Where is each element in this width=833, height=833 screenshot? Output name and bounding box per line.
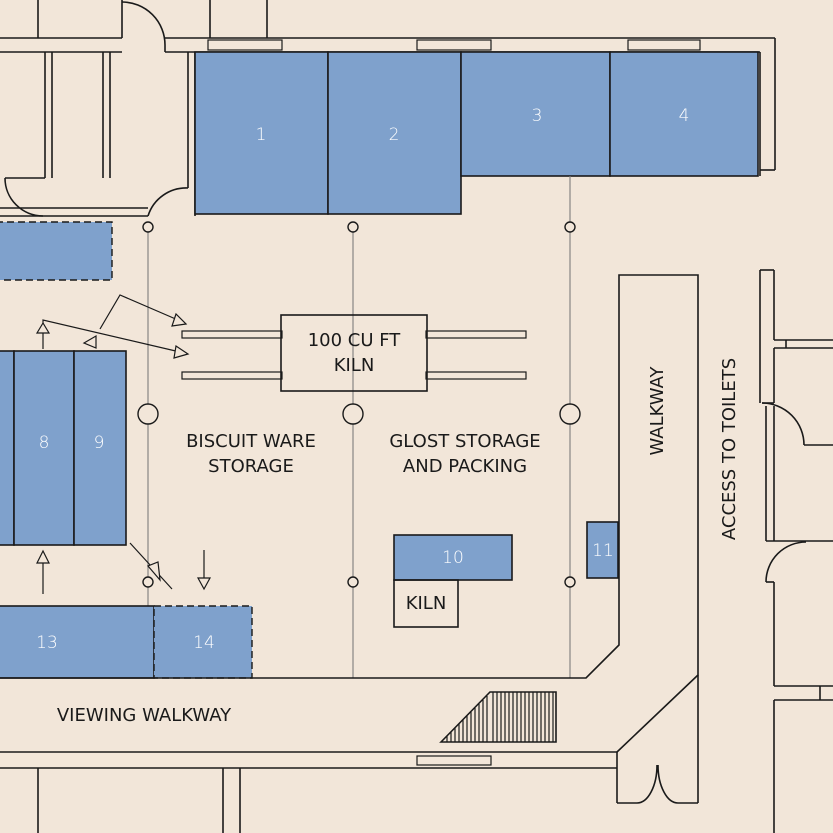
top-bays: 1 2 3 4	[194, 51, 759, 215]
bottom-wall	[0, 675, 699, 833]
bay-11-label: 11	[592, 541, 614, 561]
column-pillar	[347, 221, 359, 233]
kiln-100-cu-ft[interactable]	[280, 314, 428, 392]
bay-4[interactable]	[609, 51, 759, 177]
bay-10[interactable]	[393, 534, 513, 581]
bay-8-label: 8	[39, 433, 50, 453]
column-pillar	[559, 403, 581, 425]
bay-1[interactable]	[194, 51, 329, 215]
bay-2[interactable]	[327, 51, 462, 215]
bay-9-label: 9	[94, 433, 105, 453]
top-left-room	[0, 0, 196, 217]
column-pillar	[137, 403, 159, 425]
bay-10-label: 10	[442, 548, 464, 568]
column-grid	[137, 176, 581, 678]
column-pillar	[142, 221, 154, 233]
bay-4-label: 4	[679, 106, 690, 126]
flow-arrows	[35, 294, 212, 594]
bay-7-partial[interactable]	[0, 350, 15, 546]
column-pillar	[342, 403, 364, 425]
kiln-main-label-line2: KILN	[334, 355, 375, 376]
bay-14-label: 14	[193, 633, 215, 653]
biscuit-label-line2: STORAGE	[208, 456, 294, 477]
kiln-small-label: KILN	[406, 593, 447, 614]
bay-14[interactable]	[153, 605, 253, 679]
main-kiln: 100 CU FT KILN	[181, 314, 527, 392]
kiln-small[interactable]	[393, 579, 459, 628]
bay-left-top[interactable]	[0, 221, 113, 281]
glost-label-line1: GLOST STORAGE	[389, 431, 540, 452]
column-pillar	[347, 576, 359, 588]
bottom-bays: 13 14	[0, 605, 253, 679]
walkway-label: WALKWAY	[647, 365, 668, 455]
column-pillar	[564, 576, 576, 588]
column-pillar	[142, 576, 154, 588]
biscuit-label-line1: BISCUIT WARE	[186, 431, 316, 452]
kiln-main-label-line1: 100 CU FT	[308, 330, 402, 351]
bay-9[interactable]	[73, 350, 127, 546]
area-labels: BISCUIT WARE STORAGE GLOST STORAGE AND P…	[186, 431, 541, 477]
bay-8[interactable]	[13, 350, 75, 546]
right-wing: ACCESS TO TOILETS	[719, 269, 833, 833]
stairs[interactable]	[439, 691, 557, 743]
access-toilets-label: ACCESS TO TOILETS	[719, 358, 740, 540]
bay-1-label: 1	[256, 125, 267, 145]
left-bays: 8 9	[0, 221, 127, 546]
center-bays: 10 KILN 11	[393, 521, 619, 628]
bay-3[interactable]	[460, 51, 611, 177]
bay-2-label: 2	[389, 125, 400, 145]
bay-13-label: 13	[36, 633, 58, 653]
bay-13[interactable]	[0, 605, 155, 679]
viewing-walkway-label: VIEWING WALKWAY	[57, 705, 232, 726]
bay-11[interactable]	[586, 521, 619, 579]
glost-label-line2: AND PACKING	[403, 456, 527, 477]
bay-3-label: 3	[532, 106, 543, 126]
column-pillar	[564, 221, 576, 233]
